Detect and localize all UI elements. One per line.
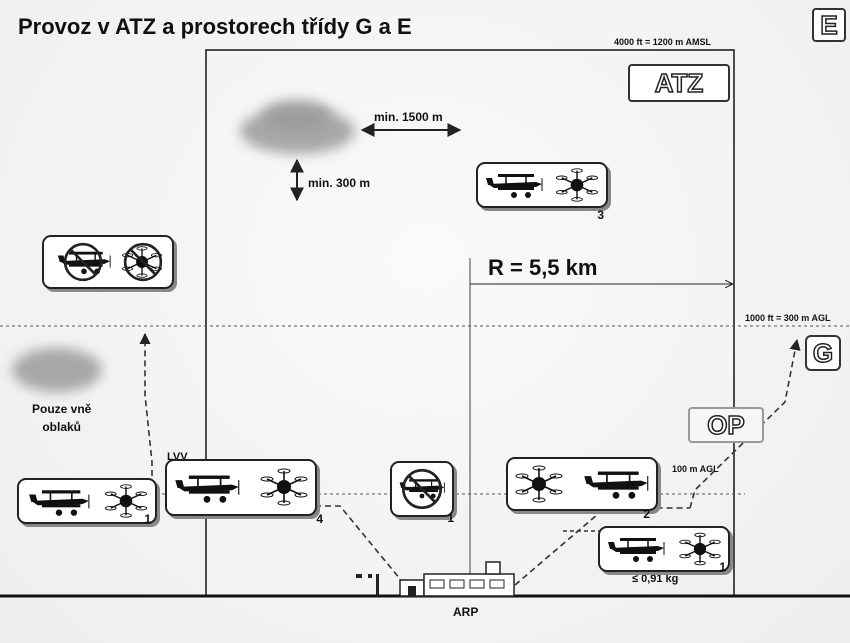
upper-limit-label: 4000 ft = 1200 m AMSL [614,37,711,47]
panel-number: 3 [597,208,604,222]
weight-limit-label: ≤ 0,91 kg [632,573,679,585]
prohibited-biplane-icon [398,468,446,510]
path-right-climb [689,338,801,509]
panel-number: 1 [719,560,726,574]
agl-100-label: 100 m AGL [672,464,719,474]
atz-badge: ATZ [628,64,730,102]
aircraft-and-drone-icon [607,532,721,566]
panel-prohibited [42,235,174,289]
cloud-upper-puff [262,100,332,130]
panel-number: 1 [144,512,151,526]
panel-center: 1 [390,461,454,525]
drone-and-aircraft-icon [515,465,649,503]
aircraft-and-drone-icon [485,168,599,202]
panel-number: 1 [447,511,454,525]
aircraft-and-drone-icon [28,484,148,518]
panel-upper: 3 [476,162,608,222]
panel-number: 4 [316,512,323,526]
aircraft-and-drone-icon [174,468,308,506]
op-badge: OP [688,407,764,443]
path-lvv-ground [205,505,406,586]
path-right-ground [514,507,690,586]
prohibited-biplane-icon [57,242,163,282]
panel-lower-right: 1 [598,526,730,574]
horizontal-separation-label: min. 1500 m [374,110,443,124]
panel-lvv: 4 [165,459,323,526]
airport-building-icon [356,561,515,597]
arp-label: ARP [453,605,479,619]
outside-clouds-label: Pouze vně oblaků [32,402,92,434]
airspace-class-e-badge: E [812,8,846,42]
vertical-separation-label: min. 300 m [308,176,371,190]
path-left-climb [139,332,153,486]
page-title: Provoz v ATZ a prostorech třídy G a E [18,14,412,39]
class-boundary-label: 1000 ft = 300 m AGL [745,313,831,323]
panel-number: 2 [643,507,650,521]
panel-right: 2 [506,457,658,521]
radius-label: R = 5,5 km [488,255,598,280]
airspace-class-g-badge: G [805,335,841,371]
cloud-left [12,348,102,392]
panel-left: 1 [17,478,157,526]
